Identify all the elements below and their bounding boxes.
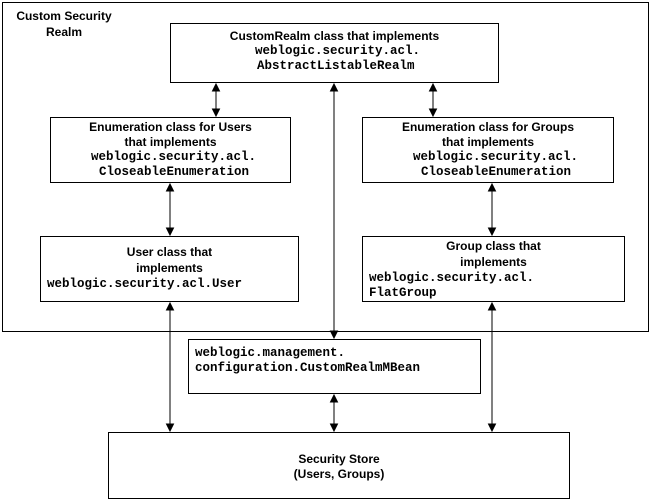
group-class-box: Group class that implements weblogic.sec… (362, 236, 625, 302)
arrow-user-enum-to-user-class-head-up (165, 182, 175, 192)
arrow-group-class-to-store-head-up (487, 301, 497, 311)
realm-title: Custom Security Realm (9, 8, 119, 40)
security-store-title: Security Store (298, 452, 380, 466)
arrow-group-enum-to-group-class-head-up (487, 182, 497, 192)
realm-title-line-1: Custom Security (16, 9, 112, 23)
custom-realm-title: CustomRealm class that implements (229, 29, 440, 43)
group-enum-code-line-1: weblogic.security.acl. (413, 150, 579, 164)
arrow-realm-to-user-enum-head-down (211, 108, 221, 118)
group-enum-title-line-2: that implements (441, 135, 534, 149)
custom-realm-code-line-2: AbstractListableRealm (257, 59, 415, 73)
user-enum-code-line-1: weblogic.security.acl. (91, 150, 257, 164)
arrow-mbean-to-store-head-down (329, 423, 339, 433)
custom-realm-code-line-1: weblogic.security.acl. (255, 44, 421, 58)
arrow-realm-to-user-enum-head-up (211, 82, 221, 92)
arrow-user-class-to-store-head-down (165, 423, 175, 433)
user-class-title-line-2: implements (136, 261, 203, 275)
custom-realm-mbean-box: weblogic.management. configuration.Custo… (188, 339, 481, 394)
user-enum-code-line-2: CloseableEnumeration (99, 165, 250, 179)
custom-realm-class-box: CustomRealm class that implements weblog… (170, 23, 499, 83)
arrow-realm-to-mbean-head-up (329, 82, 339, 92)
group-enumeration-class-box: Enumeration class for Groups that implem… (362, 117, 614, 183)
user-class-title-line-1: User class that (126, 245, 213, 259)
realm-title-line-2: Realm (45, 25, 83, 39)
arrow-realm-to-mbean-head-down (329, 330, 339, 340)
mbean-code-line-2: configuration.CustomRealmMBean (195, 361, 421, 375)
user-class-box: User class that implements weblogic.secu… (40, 236, 299, 302)
arrow-user-enum-to-user-class-head-down (165, 227, 175, 237)
user-enum-title-line-2: that implements (124, 135, 217, 149)
security-store-box: Security Store (Users, Groups) (108, 432, 570, 499)
arrow-group-class-to-store-head-down (487, 423, 497, 433)
group-class-code-line-1: weblogic.security.acl. (369, 271, 535, 285)
group-class-title-line-1: Group class that (446, 239, 541, 253)
security-store-subtitle: (Users, Groups) (293, 467, 385, 481)
arrow-realm-to-group-enum-head-up (428, 82, 438, 92)
arrow-realm-to-group-enum-head-down (428, 108, 438, 118)
arrow-user-class-to-store-head-up (165, 301, 175, 311)
group-enum-code-line-2: CloseableEnumeration (421, 165, 572, 179)
user-class-code-line-1: weblogic.security.acl.User (47, 277, 243, 291)
user-enumeration-class-box: Enumeration class for Users that impleme… (50, 117, 291, 183)
arrow-mbean-to-store-head-up (329, 393, 339, 403)
group-class-title-line-2: implements (460, 255, 527, 269)
user-enum-title-line-1: Enumeration class for Users (89, 120, 252, 134)
mbean-code-line-1: weblogic.management. (195, 346, 346, 360)
arrow-group-enum-to-group-class-head-down (487, 227, 497, 237)
group-class-code-line-2: FlatGroup (369, 286, 437, 300)
group-enum-title-line-1: Enumeration class for Groups (401, 120, 575, 134)
